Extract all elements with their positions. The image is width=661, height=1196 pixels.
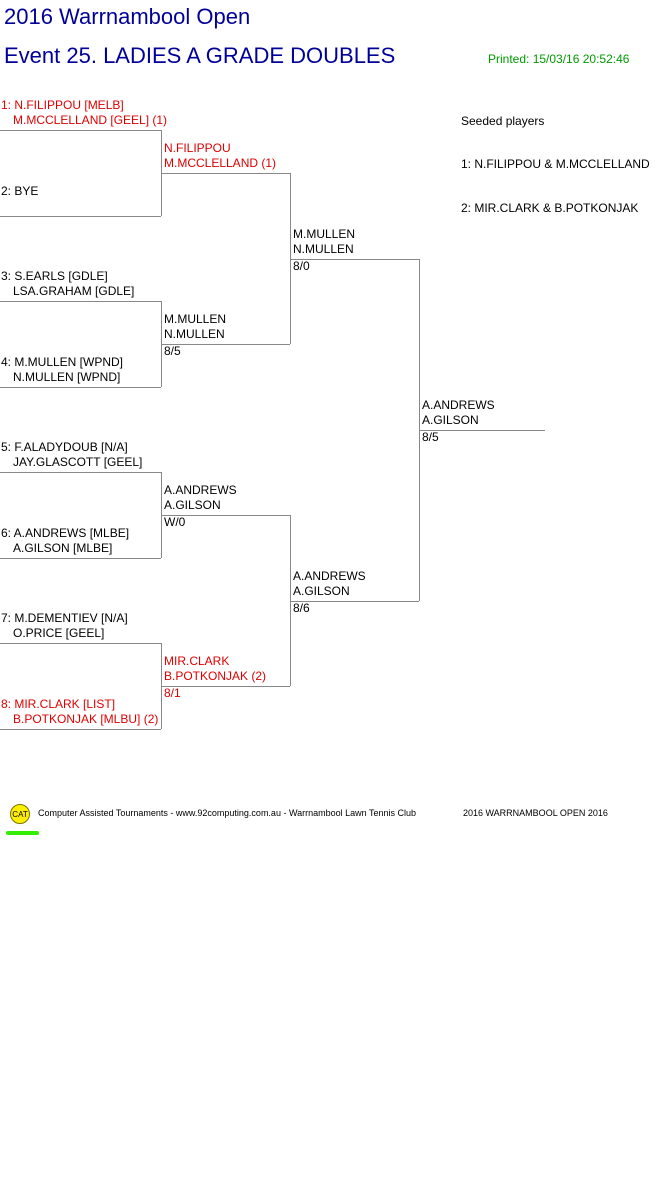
match-score: 8/1 bbox=[164, 686, 181, 700]
match-winner-player2: N.MULLEN bbox=[164, 327, 225, 341]
draw-position-player2: JAY.GLASCOTT [GEEL] bbox=[13, 455, 143, 469]
bracket-line bbox=[0, 558, 161, 559]
draw-position-player2: O.PRICE [GEEL] bbox=[13, 626, 105, 640]
bracket-line bbox=[290, 515, 291, 686]
bracket-line bbox=[290, 173, 291, 344]
match-score: W/0 bbox=[164, 515, 186, 529]
bracket-line bbox=[0, 729, 161, 730]
match-winner-player2: N.MULLEN bbox=[293, 242, 354, 256]
bracket-line bbox=[0, 216, 161, 217]
printed-timestamp: Printed: 15/03/16 20:52:46 bbox=[488, 52, 630, 66]
logo-underline bbox=[6, 831, 39, 835]
match-winner-player1: MIR.CLARK bbox=[164, 654, 230, 668]
bracket-line bbox=[290, 601, 419, 602]
match-winner-player2: M.MCCLELLAND (1) bbox=[164, 156, 277, 170]
draw-position-player2: B.POTKONJAK [MLBU] (2) bbox=[13, 712, 159, 726]
match-winner-player1: N.FILIPPOU bbox=[164, 141, 231, 155]
champion-player2: A.GILSON bbox=[422, 413, 479, 427]
match-winner-player1: A.ANDREWS bbox=[293, 569, 366, 583]
match-winner-player2: B.POTKONJAK (2) bbox=[164, 669, 267, 683]
event-title: Event 25. LADIES A GRADE DOUBLES bbox=[4, 43, 396, 68]
draw-position-player2: A.GILSON [MLBE] bbox=[13, 541, 113, 555]
match-score: 8/5 bbox=[164, 344, 181, 358]
bracket-line bbox=[419, 430, 545, 431]
cat-logo-icon: CAT bbox=[10, 804, 30, 824]
champion-player1: A.ANDREWS bbox=[422, 398, 495, 412]
bracket-line bbox=[161, 686, 290, 687]
footer-credits: Computer Assisted Tournaments - www.92co… bbox=[38, 808, 417, 818]
final-score: 8/5 bbox=[422, 430, 439, 444]
draw-position-player2: N.MULLEN [WPND] bbox=[13, 370, 121, 384]
bracket-line bbox=[0, 301, 161, 302]
draw-position-player1: 3: S.EARLS [GDLE] bbox=[1, 269, 108, 283]
draw-position-player1: 2: BYE bbox=[1, 184, 39, 198]
match-winner-player1: M.MULLEN bbox=[164, 312, 227, 326]
match-score: 8/0 bbox=[293, 259, 310, 273]
footer-event-name: 2016 WARRNAMBOOL OPEN 2016 bbox=[463, 808, 608, 818]
bracket-line bbox=[161, 173, 290, 174]
draw-position-player1: 8: MIR.CLARK [LIST] bbox=[1, 697, 116, 711]
bracket-line bbox=[0, 387, 161, 388]
draw-position-player2: LSA.GRAHAM [GDLE] bbox=[13, 284, 135, 298]
seeded-player-entry: 2: MIR.CLARK & B.POTKONJAK bbox=[461, 201, 639, 215]
bracket-line bbox=[0, 643, 161, 644]
draw-position-player2: M.MCCLELLAND [GEEL] (1) bbox=[13, 113, 168, 127]
draw-position-player1: 4: M.MULLEN [WPND] bbox=[1, 355, 124, 369]
bracket-line bbox=[161, 344, 290, 345]
match-winner-player1: A.ANDREWS bbox=[164, 483, 237, 497]
bracket-line bbox=[290, 259, 419, 260]
match-winner-player1: M.MULLEN bbox=[293, 227, 356, 241]
tournament-title: 2016 Warrnambool Open bbox=[4, 4, 251, 29]
bracket-line bbox=[0, 130, 161, 131]
match-score: 8/6 bbox=[293, 601, 310, 615]
draw-position-player1: 7: M.DEMENTIEV [N/A] bbox=[1, 611, 128, 625]
bracket-line bbox=[161, 515, 290, 516]
seeded-player-entry: 1: N.FILIPPOU & M.MCCLELLAND bbox=[461, 157, 650, 171]
draw-position-player1: 1: N.FILIPPOU [MELB] bbox=[1, 98, 124, 112]
draw-position-player1: 6: A.ANDREWS [MLBE] bbox=[1, 526, 130, 540]
draw-position-player1: 5: F.ALADYDOUB [N/A] bbox=[1, 440, 128, 454]
seeded-players-title: Seeded players bbox=[461, 114, 545, 128]
match-winner-player2: A.GILSON bbox=[293, 584, 350, 598]
bracket-line bbox=[0, 472, 161, 473]
match-winner-player2: A.GILSON bbox=[164, 498, 221, 512]
